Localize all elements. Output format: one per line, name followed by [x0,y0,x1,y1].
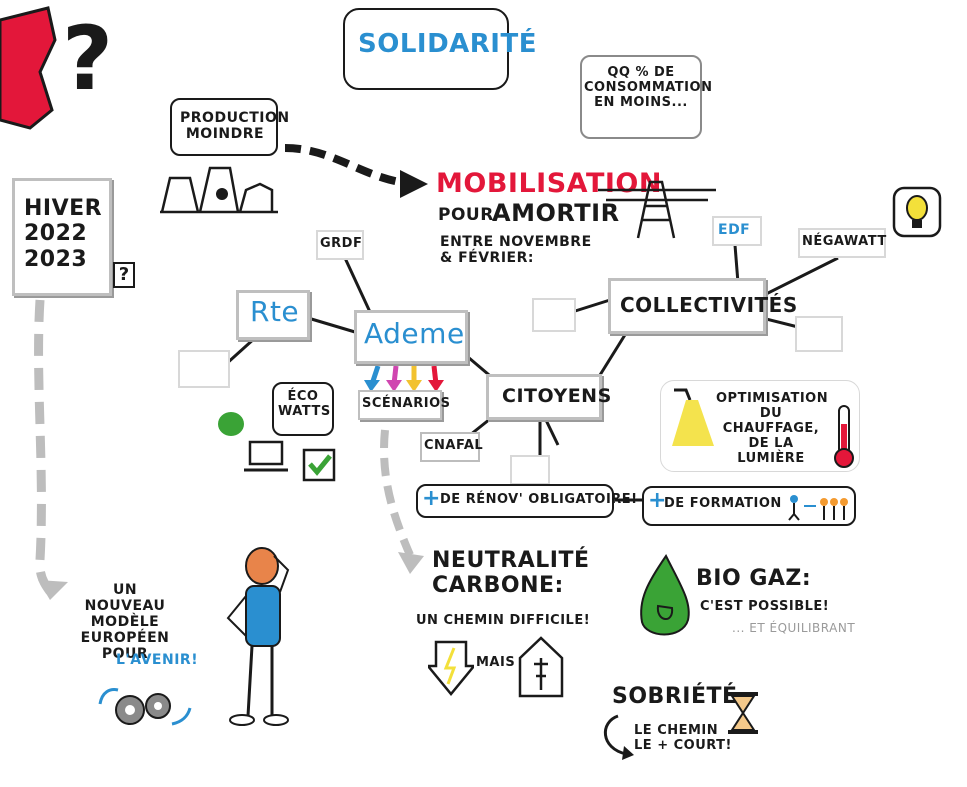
edf-box [712,216,762,246]
collectivites-label: COLLECTIVITÉS [620,293,798,317]
ecowatts-text: ÉCO WATTS [278,389,331,419]
rte-label: Rte [250,295,300,328]
ademe-box [354,310,468,364]
biogaz-line1: C'EST POSSIBLE! [700,599,830,614]
house-plug-icon [518,636,564,698]
factory-icon [160,166,278,214]
mobilisation-pour: POUR [438,205,494,225]
renov-text: DE RÉNOV' OBLIGATOIRE! [440,492,638,507]
formation-box [642,486,856,526]
citoyens-label: CITOYENS [502,385,612,407]
pylon-icon [598,180,716,239]
consommation-text: QQ % DE CONSOMMATION EN MOINS... [584,65,713,110]
blank-box-collectivites-left [532,298,576,332]
hiver-question-box: ? [113,262,135,288]
ademe-label: Ademe [364,317,465,350]
modele-text: UN NOUVEAU MODÈLE EUROPÉEN POUR [80,582,170,663]
edf-label: EDF [718,222,751,238]
scenarios-label: SCÉNARIOS [362,396,451,411]
sobriete-sub: LE CHEMIN LE + COURT! [634,723,732,753]
check-icon [302,448,336,482]
formation-text: DE FORMATION [664,496,782,511]
hiver-text: HIVER 2022 2023 [24,196,103,272]
optimisation-text: OPTIMISATION DU CHAUFFAGE, DE LA LUMIÈRE [716,391,829,466]
blank-box-citoyens [510,455,550,485]
modele-avenir: L'AVENIR! [116,652,199,668]
collectivites-box [608,278,766,334]
blank-box-left [178,350,230,388]
hiver-box [12,178,112,296]
biogaz-line2: ... ET ÉQUILIBRANT [732,621,856,635]
production-text: PRODUCTION MOINDRE [180,110,290,143]
sobriete-title: SOBRIÉTÉ [612,684,738,709]
solidarite-text: SOLIDARITÉ [358,29,537,59]
thermometer-icon [834,405,854,468]
red-title-shape [0,6,57,130]
cnafal-box [420,432,480,462]
ecowatts-bubble [272,382,334,436]
gears-icon [98,688,192,726]
flame-icon [640,554,690,636]
scenario-arrows [364,365,444,392]
consommation-bubble [580,55,702,139]
neutralite-mais: MAIS [476,655,516,670]
negawatt-label: NÉGAWATT [802,234,887,249]
formation-plus: + [648,488,667,513]
blank-box-collectivites-right [795,316,843,352]
laptop-icon [244,440,288,472]
grdf-label: GRDF [320,236,363,251]
solidarite-bubble [343,8,509,90]
grdf-box [316,230,364,260]
citoyens-box [486,374,602,420]
production-bubble [170,98,278,156]
people-training-icon [788,495,848,521]
mobilisation-period: ENTRE NOVEMBRE & FÉVRIER: [440,234,592,267]
scenarios-box [358,390,442,420]
down-arrow-icon [428,640,474,696]
lamp-icon [672,388,714,446]
scenarios-arrow [380,429,414,557]
person-illustration [226,547,290,726]
chat-icon [218,412,244,436]
mobilisation-amortir: AMORTIR [492,199,620,227]
curved-arrow-icon [603,714,634,760]
rte-box [236,290,310,340]
production-arrow [284,144,401,186]
hourglass-icon [728,692,758,734]
renov-plus: + [422,486,441,511]
negawatt-box [798,228,886,258]
renov-box [416,484,614,518]
mobilisation-title: MOBILISATION [436,168,662,199]
title-question-mark: ? [62,7,114,110]
biogaz-title: BIO GAZ: [696,566,812,591]
neutralite-sub: UN CHEMIN DIFFICILE! [416,613,591,628]
hiver-arrow [34,299,57,598]
cnafal-label: CNAFAL [424,438,484,453]
lightbulb-icon [892,186,942,238]
optimisation-box [660,380,860,472]
neutralite-title: NEUTRALITÉ CARBONE: [432,548,590,599]
